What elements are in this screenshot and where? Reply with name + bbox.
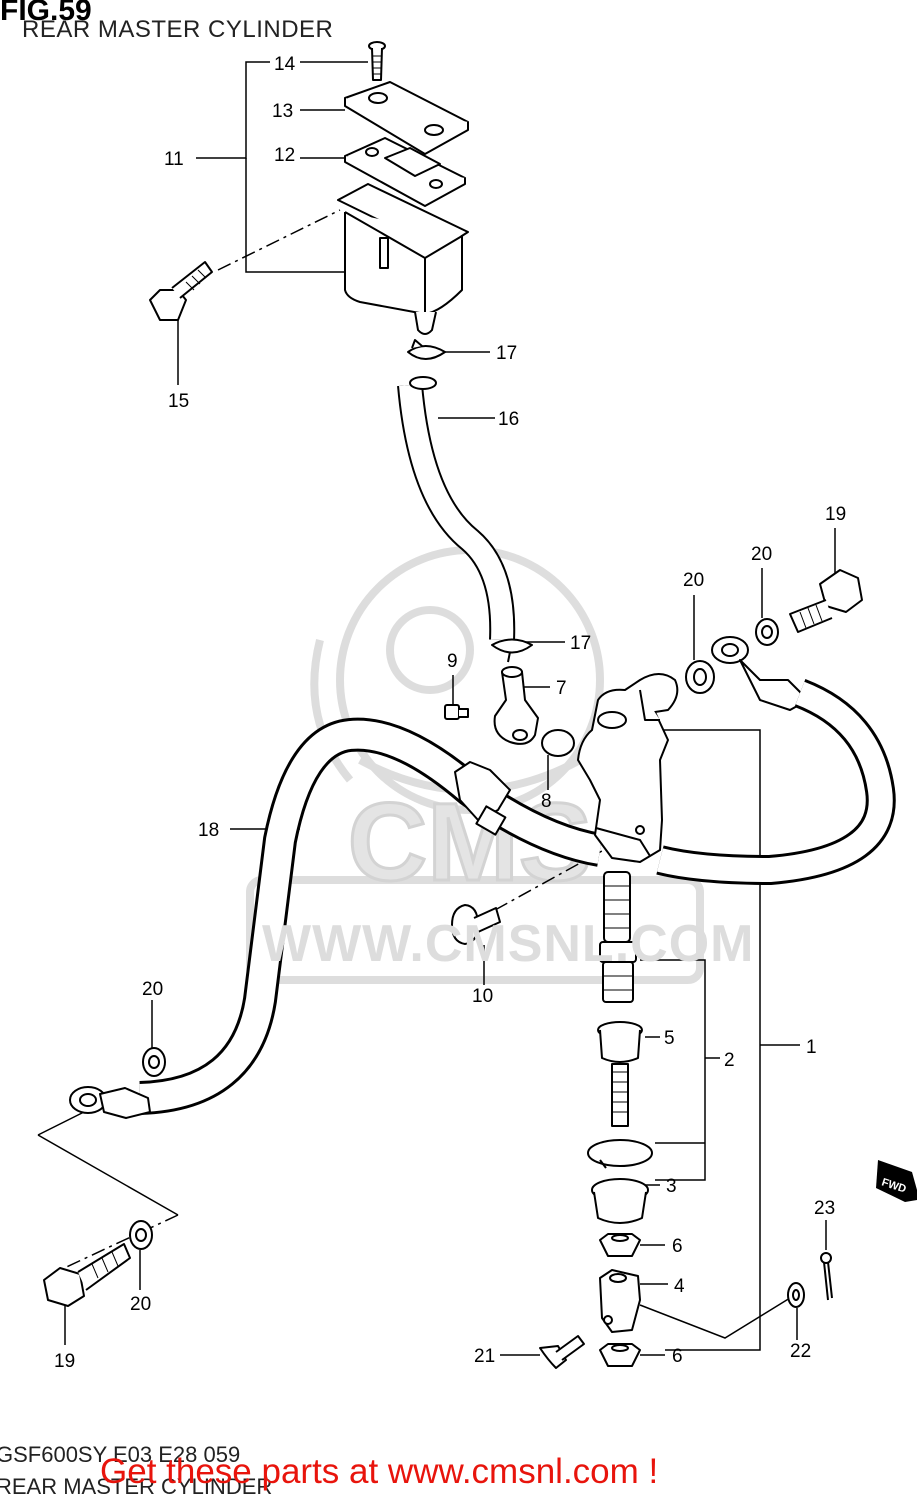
part-9-bolt	[444, 704, 469, 720]
callout-22: 22	[790, 1341, 811, 1362]
part-23-cotter-pin	[820, 1252, 833, 1301]
callout-10: 10	[472, 986, 493, 1007]
part-4-clevis	[599, 1269, 641, 1333]
part-2-piston	[597, 871, 643, 1127]
callout-5: 5	[664, 1028, 675, 1049]
callout-7: 7	[556, 678, 567, 699]
callout-20-c: 20	[142, 979, 163, 1000]
footer-code: GSF600SY E03 E28 059	[0, 1442, 241, 1467]
figure-title: REAR MASTER CYLINDER	[22, 16, 334, 43]
leader-lines	[37, 61, 836, 1356]
part-11-reservoir	[337, 183, 469, 335]
part-3-circlip	[587, 1139, 653, 1169]
callout-17-top: 17	[496, 343, 517, 364]
part-21-pin	[539, 1335, 585, 1369]
part-8-oring	[541, 729, 575, 757]
callout-11: 11	[164, 149, 184, 170]
footer-title: REAR MASTER CYLINDER	[0, 1474, 273, 1499]
callout-4: 4	[674, 1276, 685, 1297]
callout-17-bottom: 17	[570, 633, 591, 654]
part-1-master-cylinder	[577, 673, 679, 863]
watermark-url: WWW.CMSNL.COM	[262, 915, 755, 973]
callout-1: 1	[806, 1037, 817, 1058]
callout-16: 16	[498, 409, 519, 430]
callout-12: 12	[274, 145, 295, 166]
callout-19-bottom: 19	[54, 1351, 75, 1372]
callout-2: 2	[724, 1050, 735, 1071]
callout-14: 14	[274, 54, 296, 75]
part-17-clamp-top	[407, 339, 446, 360]
callout-15: 15	[168, 391, 189, 412]
callout-13: 13	[272, 101, 293, 122]
callout-8: 8	[541, 791, 552, 812]
callout-19-top: 19	[825, 504, 846, 525]
callout-20-a: 20	[751, 544, 772, 565]
part-14-screw	[368, 41, 386, 81]
part-10-bolt	[451, 904, 501, 945]
part-18-hose	[139, 717, 604, 1115]
part-banjo-hose-top	[656, 636, 896, 885]
fwd-arrow-icon: FWD	[876, 1160, 917, 1202]
figure-number: FIG.59	[0, 0, 92, 27]
part-19-bolt-bottom	[43, 1243, 131, 1307]
callout-20-d: 20	[130, 1294, 151, 1315]
callout-20-b: 20	[683, 570, 704, 591]
part-19-bolt-top	[789, 569, 863, 633]
part-15-bolt	[149, 261, 213, 321]
part-18-fitting	[454, 761, 511, 836]
callout-6-upper: 6	[672, 1236, 683, 1257]
part-20-washers	[129, 618, 779, 1250]
callout-18: 18	[198, 820, 219, 841]
parts	[43, 41, 896, 1369]
part-7-elbow	[493, 666, 539, 745]
callout-numbers: 14 13 11 12 15 17 16 19 20 20 17 9 7 8 1…	[54, 54, 846, 1372]
callout-23: 23	[814, 1198, 835, 1219]
part-6-nuts	[599, 1233, 641, 1367]
callout-21: 21	[474, 1346, 495, 1367]
part-banjo-bottom	[69, 1086, 151, 1119]
callout-9: 9	[447, 651, 458, 672]
part-12-diaphragm	[344, 137, 466, 207]
callout-6-lower: 6	[672, 1346, 683, 1367]
callout-3: 3	[666, 1176, 677, 1197]
part-17-clamp-bottom	[491, 638, 533, 663]
promo-link[interactable]: Get these parts at www.cmsnl.com !	[100, 1452, 659, 1491]
part-3-boot	[591, 1178, 649, 1224]
part-16-hose	[397, 376, 516, 641]
part-22-washer	[787, 1282, 805, 1308]
part-13-cap	[344, 81, 469, 155]
